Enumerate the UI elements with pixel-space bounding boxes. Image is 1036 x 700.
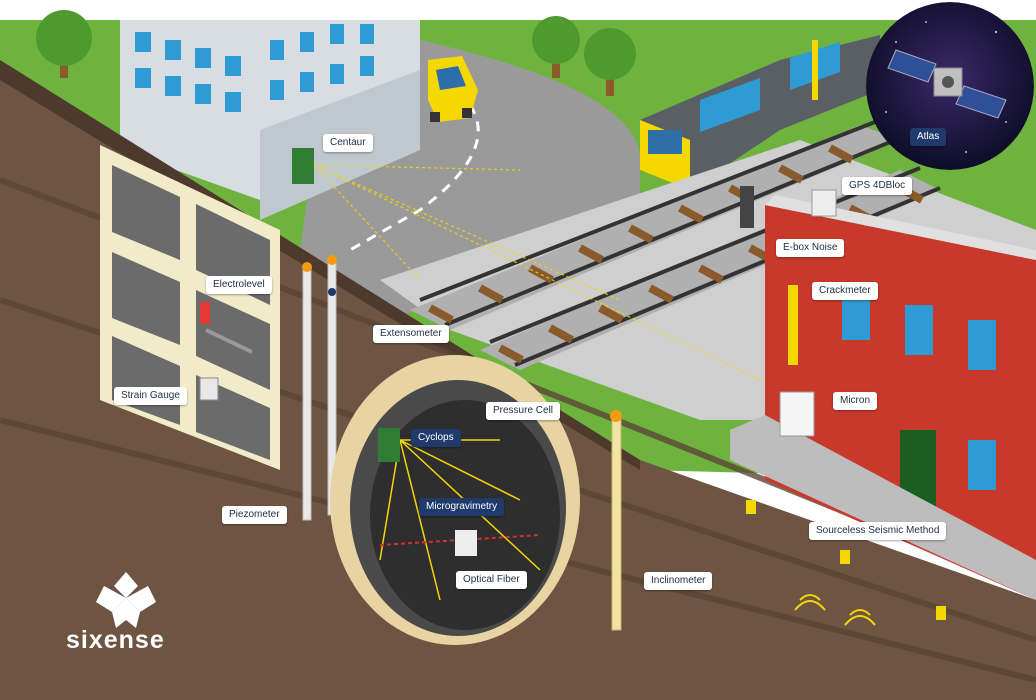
label-electrolevel: Electrolevel xyxy=(206,276,272,294)
tree-icon xyxy=(532,16,580,78)
label-sourceless-seismic: Sourceless Seismic Method xyxy=(809,522,947,540)
inclinometer-tube xyxy=(611,419,622,631)
sixense-logo-icon xyxy=(96,572,156,628)
label-crackmeter: Crackmeter xyxy=(812,282,878,300)
tree-icon xyxy=(36,10,92,78)
label-inclinometer: Inclinometer xyxy=(644,572,713,590)
label-optical-fiber: Optical Fiber xyxy=(456,571,527,589)
train-icon xyxy=(640,35,880,190)
crackmeter-device xyxy=(788,285,798,365)
gps-device xyxy=(811,189,837,217)
microgravimetry-device xyxy=(455,530,477,556)
satellite-icon xyxy=(887,49,1007,119)
piezometer-tube xyxy=(302,264,312,521)
label-strain-gauge: Strain Gauge xyxy=(114,387,187,405)
centaur-device xyxy=(292,148,314,184)
micron-device xyxy=(779,391,815,437)
tree-icon xyxy=(584,28,636,96)
label-pressure-cell: Pressure Cell xyxy=(486,402,561,420)
electrolevel-device xyxy=(200,302,210,324)
strain-gauge-device xyxy=(199,377,219,401)
soil-cross-section xyxy=(0,60,1036,700)
label-cyclops: Cyclops xyxy=(411,429,461,447)
label-microgravimetry: Microgravimetry xyxy=(419,498,505,516)
label-ebox: E-box Noise xyxy=(776,239,845,257)
label-piezometer: Piezometer xyxy=(222,506,287,524)
label-centaur: Centaur xyxy=(323,134,373,152)
cyclops-device xyxy=(378,428,400,462)
ebox-device xyxy=(740,186,754,228)
label-gps: GPS 4DBloc xyxy=(842,177,913,195)
label-atlas: Atlas xyxy=(910,128,947,146)
brand-wordmark: sixense xyxy=(66,626,165,654)
satellite-panel: Atlas xyxy=(866,2,1034,170)
label-extensometer: Extensometer xyxy=(373,325,449,343)
seismic-markers xyxy=(746,500,946,620)
label-micron: Micron xyxy=(833,392,878,410)
car-icon xyxy=(428,56,478,122)
